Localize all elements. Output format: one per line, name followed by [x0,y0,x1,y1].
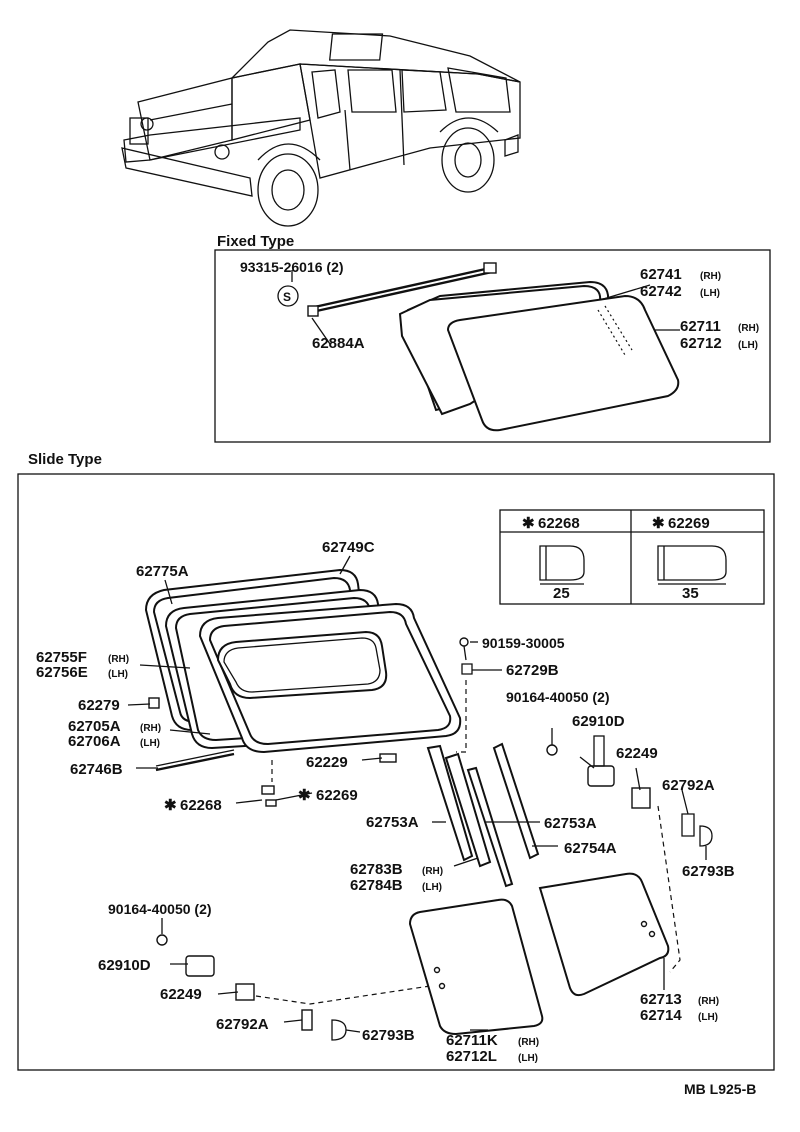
label-62713-side: (RH) [698,996,719,1007]
label-62714: 62714 [640,1007,682,1024]
diagram-code: MB L925-B [684,1081,756,1097]
label-62712: 62712 [680,335,722,352]
slide-glass-panels [408,872,670,1036]
label-62711: 62711 [680,318,721,335]
label-62755F-side: (RH) [108,654,129,665]
label-62706A: 62706A [68,733,121,750]
svg-text:✱: ✱ [522,515,535,532]
label-62268: 62268 [180,797,222,814]
label-62910D-upper: 62910D [572,713,625,730]
label-62756E: 62756E [36,664,88,681]
vehicle-illustration [121,29,521,227]
label-62705A: 62705A [68,718,121,735]
fixed-glass-assembly [398,280,680,432]
label-62712-side: (LH) [738,340,758,351]
fixed-type-title: Fixed Type [217,233,294,250]
size-table: ✱ 62268 ✱ 62269 25 35 [499,509,765,605]
svg-text:S: S [283,290,291,304]
label-62711-side: (RH) [738,323,759,334]
label-62784B-side: (LH) [422,882,442,893]
svg-text:✱: ✱ [652,515,665,532]
label-62753A-right: 62753A [544,815,597,832]
label-62792A-lower: 62792A [216,1016,269,1033]
label-62229: 62229 [306,754,348,771]
label-62711K-side: (RH) [518,1037,539,1048]
label-62742: 62742 [640,283,682,300]
fixed-type-frame [214,249,771,443]
run-channel-frames [144,568,462,772]
label-62741: 62741 [640,266,682,283]
label-62249-upper: 62249 [616,745,658,762]
s-mark-icon [277,285,299,307]
label-62729B: 62729B [506,662,559,679]
label-62711K: 62711K [446,1032,498,1049]
label-62741-side: (RH) [700,271,721,282]
table-col-62269: 62269 [668,515,710,532]
label-62746B: 62746B [70,761,123,778]
leader-lines [127,555,707,1033]
label-62712L: 62712L [446,1048,497,1065]
label-62706A-side: (LH) [140,738,160,749]
label-62783B-side: (RH) [422,866,443,877]
label-62249-lower: 62249 [160,986,202,1003]
slide-type-frame [17,473,775,1071]
label-62884A: 62884A [312,335,365,352]
slide-type-title: Slide Type [28,451,102,468]
label-62714-side: (LH) [698,1012,718,1023]
label-62269: 62269 [316,787,358,804]
table-dim-35: 35 [682,585,699,602]
label-62775A: 62775A [136,563,189,580]
star-mark-icon: ✱ [164,797,177,814]
label-62712L-side: (LH) [518,1053,538,1064]
label-62753A-left: 62753A [366,814,419,831]
label-90159-30005: 90159-30005 [482,635,565,651]
label-90164-40050-upper: 90164-40050 (2) [506,689,610,705]
label-62749C: 62749C [322,539,375,556]
label-62792A-upper: 62792A [662,777,715,794]
label-62756E-side: (LH) [108,669,128,680]
star-mark-icon: ✱ [298,787,311,804]
label-90164-40050-lower: 90164-40050 (2) [108,901,212,917]
label-62754A: 62754A [564,840,617,857]
table-dim-25: 25 [553,585,570,602]
label-62910D-lower: 62910D [98,957,151,974]
fixed-rail-and-screw: S [277,262,497,345]
table-col-62268: 62268 [538,515,580,532]
label-93315-26016: 93315-26016 (2) [240,259,344,275]
label-62793B-lower: 62793B [362,1027,415,1044]
label-62793B-upper: 62793B [682,863,735,880]
label-62713: 62713 [640,991,682,1008]
label-62783B: 62783B [350,861,403,878]
label-62784B: 62784B [350,877,403,894]
slide-small-parts [156,637,713,1041]
label-62279: 62279 [78,697,120,714]
label-62705A-side: (RH) [140,723,161,734]
label-62755F: 62755F [36,649,87,666]
label-62742-side: (LH) [700,288,720,299]
